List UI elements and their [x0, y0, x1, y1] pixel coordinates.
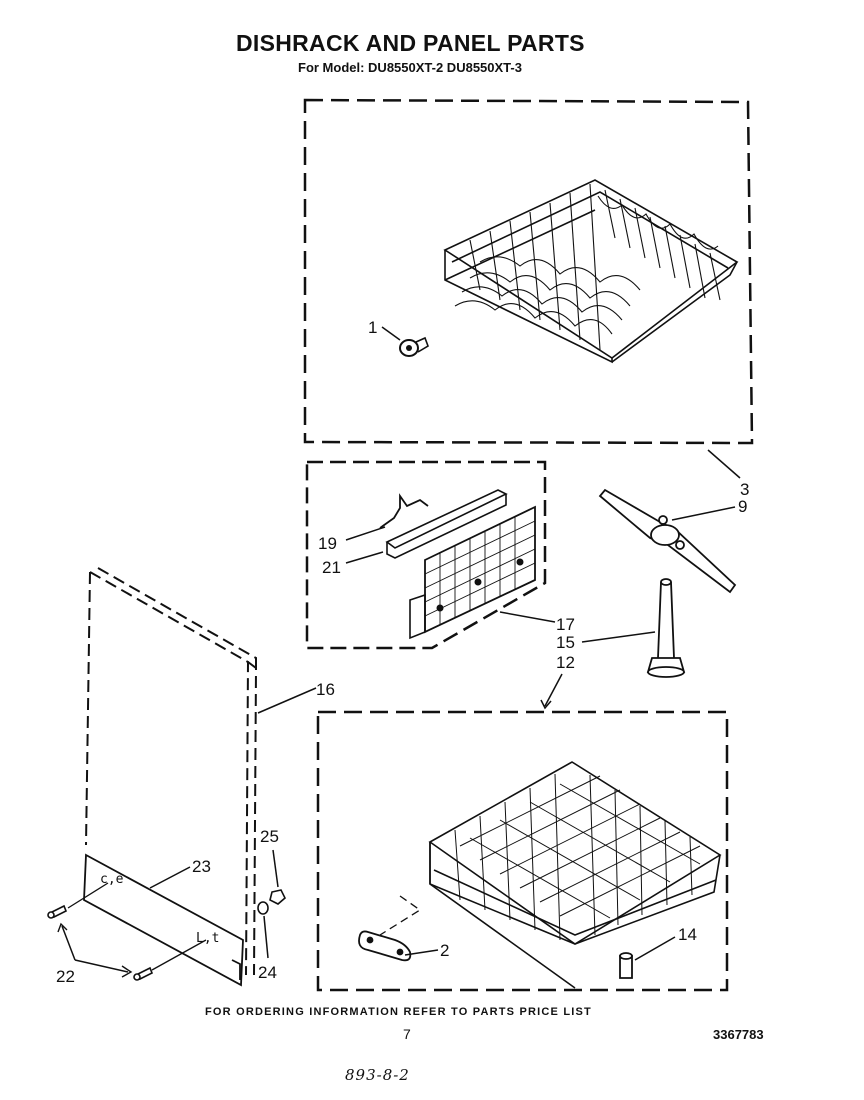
- document-number: 3367783: [713, 1027, 764, 1042]
- leader-19: [345, 526, 386, 541]
- leader-22: [61, 925, 129, 973]
- leader-9: [671, 506, 736, 521]
- callout-21: 21: [322, 558, 341, 577]
- callout-25: 25: [260, 827, 279, 846]
- leader-12-arrowhead: [540, 699, 552, 710]
- leader-16: [257, 687, 317, 714]
- callout-3: 3: [740, 480, 749, 499]
- leader-3: [707, 449, 741, 479]
- spray-tube-part: [646, 578, 686, 678]
- svg-text:c,e: c,e: [100, 872, 124, 887]
- panel-trim-part: c,e L,t: [83, 853, 244, 987]
- filter-strip-part: [385, 489, 508, 559]
- page-title: DISHRACK AND PANEL PARTS: [236, 30, 585, 56]
- callout-23: 23: [192, 857, 211, 876]
- lower-rack-group-box: [316, 710, 729, 992]
- leader-15: [581, 631, 656, 643]
- screw-part-lower: [133, 966, 154, 981]
- callout-17: 17: [556, 615, 575, 634]
- lower-dishrack: [428, 761, 722, 989]
- spray-arm-part: [598, 488, 737, 594]
- wheel-bracket-part: [358, 930, 412, 962]
- callout-16: 16: [316, 680, 335, 699]
- upper-rack-group-box: [303, 98, 754, 445]
- leader-25: [272, 849, 279, 888]
- screw-part-upper: [47, 904, 68, 919]
- leader-22-arrowheads: [57, 922, 133, 978]
- leader-17: [499, 611, 556, 623]
- leader-22a: [67, 882, 109, 909]
- callout-14: 14: [678, 925, 697, 944]
- clip-part: [379, 493, 429, 529]
- callout-19: 19: [318, 534, 337, 553]
- callout-1: 1: [368, 318, 377, 337]
- leader-1: [381, 326, 401, 341]
- model-subtitle: For Model: DU8550XT-2 DU8550XT-3: [298, 60, 522, 75]
- nut-part: [269, 889, 286, 905]
- leader-24: [263, 915, 269, 959]
- callout-22: 22: [56, 967, 75, 986]
- filter-screen-part: [409, 505, 536, 640]
- leader-21: [345, 551, 384, 564]
- callout-2: 2: [440, 941, 449, 960]
- door-panel-part: [85, 567, 258, 976]
- stud-part: [619, 952, 633, 979]
- leader-2: [404, 949, 439, 956]
- upper-dishrack: [443, 179, 739, 364]
- ordering-info-note: FOR ORDERING INFORMATION REFER TO PARTS …: [205, 1006, 592, 1018]
- callout-24: 24: [258, 963, 277, 982]
- roller-part: [399, 336, 429, 357]
- leader-14: [634, 936, 676, 961]
- washer-part: [257, 901, 269, 915]
- filter-group-box: [305, 460, 547, 650]
- callout-15: 15: [556, 633, 575, 652]
- leader-12: [544, 673, 563, 707]
- callout-9: 9: [738, 497, 747, 516]
- leader-23: [149, 866, 191, 889]
- callout-12: 12: [556, 653, 575, 672]
- leader-2-dashed: [379, 895, 422, 936]
- page-number: 7: [403, 1026, 411, 1042]
- leader-22b: [151, 939, 207, 971]
- handwritten-note: 893-8-2: [345, 1066, 410, 1084]
